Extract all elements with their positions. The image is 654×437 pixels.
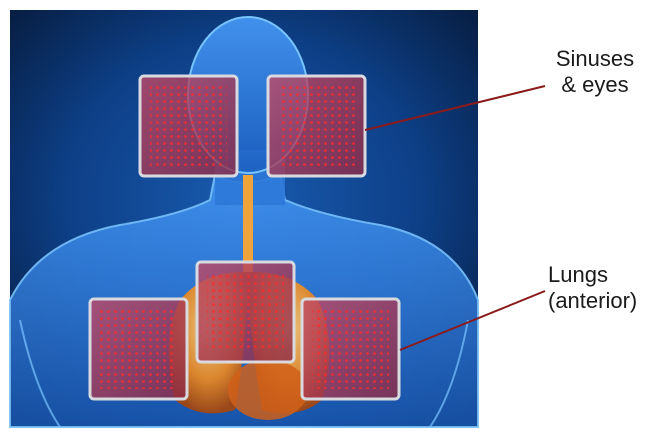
callout-label-sinuses: Sinuses & eyes <box>540 46 650 98</box>
callout-label-lungs: Lungs (anterior) <box>548 262 654 314</box>
led-pad-sinuses-right <box>268 76 365 176</box>
led-pad-lungs-right <box>302 299 399 399</box>
callout-sinuses-line2: & eyes <box>540 72 650 98</box>
led-pad-sinuses-left <box>140 76 237 176</box>
callout-sinuses-line1: Sinuses <box>540 46 650 72</box>
led-pad-lungs-center <box>197 262 294 362</box>
callout-lungs-line1: Lungs <box>548 262 654 288</box>
led-pad-lungs-left <box>90 299 187 399</box>
callout-lungs-line2: (anterior) <box>548 288 654 314</box>
